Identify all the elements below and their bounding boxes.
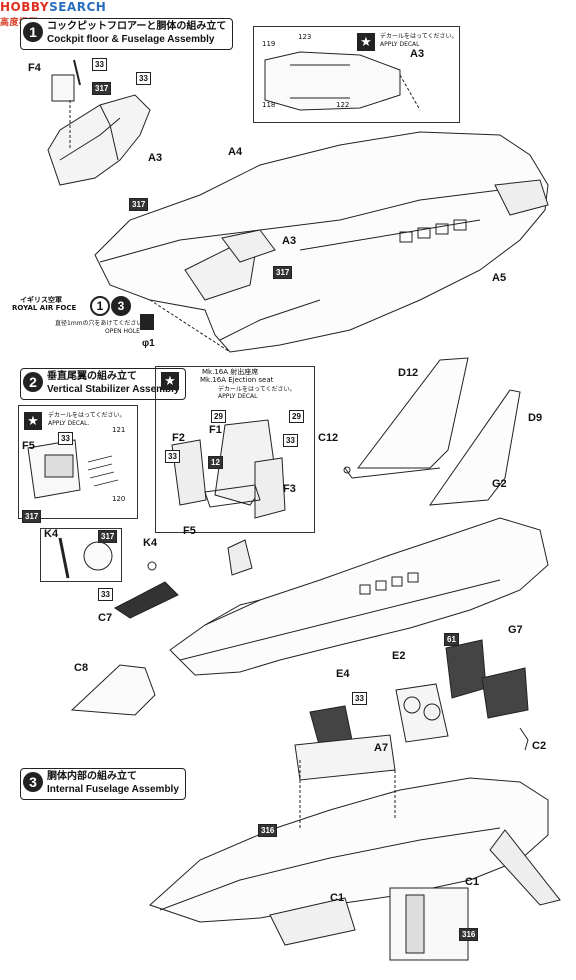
decal-number: 118: [262, 101, 276, 109]
decal-note-en-3: APPLY DECAL.: [48, 420, 90, 427]
raf-en: ROYAL AIR FOCE: [12, 304, 77, 312]
part-label-e2: E2: [392, 650, 406, 662]
section-1-jp: コックピットフロアーと胴体の組み立て: [47, 21, 227, 32]
decal-note-jp-2: デカールをはってください。: [218, 386, 296, 393]
part-label-c8: C8: [74, 662, 89, 674]
paint-code: 33: [352, 692, 367, 705]
part-label-f4: F4: [28, 62, 41, 74]
part-label-c2: C2: [532, 740, 547, 752]
section-1-en: Cockpit floor & Fuselage Assembly: [47, 34, 215, 45]
seat-jp: Mk.16A 射出座席: [202, 368, 259, 376]
part-label-f2: F2: [172, 432, 185, 444]
part-label-d12: D12: [398, 367, 419, 379]
section-3-jp: 胴体内部の組み立て: [47, 771, 137, 782]
raf-roundel-1: 1: [90, 296, 110, 316]
paint-code: 61: [444, 633, 459, 646]
part-label-f5: F5: [183, 525, 196, 537]
decal-star-icon: ★: [24, 412, 42, 430]
paint-code: 316: [258, 824, 278, 837]
paint-code: 12: [208, 456, 223, 469]
hole-jp: 直径1mmの穴をあけてください。: [55, 320, 149, 327]
paint-code: 317: [98, 530, 118, 543]
banner-hobby: HOBBY: [0, 0, 50, 14]
raf-roundel-3: 3: [111, 296, 131, 316]
decal-note-en-1: APPLY DECAL: [380, 41, 420, 48]
paint-code: 317: [129, 198, 149, 211]
section-2-title: 2 垂直尾翼の組み立て Vertical Stabilizer Assembly: [20, 368, 187, 400]
part-label-f5: F5: [22, 440, 35, 452]
decal-note-jp-3: デカールをはってください。: [48, 412, 126, 419]
inset-ejection-seat: [155, 366, 315, 533]
part-label-g2: G2: [492, 478, 507, 490]
decal-star-icon: ★: [357, 33, 375, 51]
drill-icon: [140, 314, 154, 330]
part-label-a3: A3: [282, 235, 297, 247]
part-label-e4: E4: [336, 668, 350, 680]
hole-diameter: φ1: [142, 338, 155, 349]
decal-star-icon: ★: [161, 372, 179, 390]
part-label-a3: A3: [410, 48, 425, 60]
paint-code: 33: [98, 588, 113, 601]
part-label-a3: A3: [148, 152, 163, 164]
decal-number: 120: [112, 495, 126, 503]
part-label-c12: C12: [318, 432, 339, 444]
part-label-f1: F1: [209, 424, 222, 436]
part-label-d9: D9: [528, 412, 543, 424]
paint-code: 33: [136, 72, 151, 85]
part-label-c1: C1: [330, 892, 345, 904]
paint-code: 317: [273, 266, 293, 279]
part-label-f3: F3: [283, 483, 296, 495]
section-3-en: Internal Fuselage Assembly: [47, 784, 179, 795]
paint-code: 33: [58, 432, 73, 445]
inset-k4: [40, 528, 122, 582]
part-label-a7: A7: [374, 742, 389, 754]
inset-a3-decals: [253, 26, 460, 123]
paint-code: 316: [459, 928, 479, 941]
decal-number: 121: [112, 426, 126, 434]
section-2-number: 2: [23, 372, 43, 392]
decal-number: 119: [262, 40, 276, 48]
seat-en: Mk.16A Ejection seat: [200, 376, 274, 384]
section-2-jp: 垂直尾翼の組み立て: [47, 371, 137, 382]
section-1-number: 1: [23, 22, 43, 42]
paint-code: 29: [211, 410, 226, 423]
paint-code: 317: [92, 82, 112, 95]
part-label-a5: A5: [492, 272, 507, 284]
paint-code: 29: [289, 410, 304, 423]
part-label-g7: G7: [508, 624, 523, 636]
decal-number: 123: [298, 33, 312, 41]
paint-code: 33: [165, 450, 180, 463]
section-2-en: Vertical Stabilizer Assembly: [47, 384, 180, 395]
decal-note-en-2: APPLY DECAL: [218, 393, 258, 400]
paint-code: 33: [92, 58, 107, 71]
banner-cn: 高度模型: [0, 18, 39, 28]
decal-note-jp-1: デカールをはってください。: [380, 33, 458, 40]
watermark-banner: HOBBYSEARCH 高度模型: [0, 0, 106, 28]
raf-jp: イギリス空軍: [20, 296, 62, 304]
section-3-title: 3 胴体内部の組み立て Internal Fuselage Assembly: [20, 768, 186, 800]
banner-search: SEARCH: [49, 0, 107, 14]
paint-code: 317: [22, 510, 42, 523]
part-label-c7: C7: [98, 612, 113, 624]
part-label-k4: K4: [143, 537, 158, 549]
section-1-title: 1 コックピットフロアーと胴体の組み立て Cockpit floor & Fus…: [20, 18, 234, 50]
section-3-number: 3: [23, 772, 43, 792]
inset-f5-decals: [18, 405, 138, 519]
part-label-c1: C1: [465, 876, 480, 888]
paint-code: 33: [283, 434, 298, 447]
part-label-a4: A4: [228, 146, 243, 158]
part-label-k4: K4: [44, 528, 59, 540]
hole-en: OPEN HOLE: [105, 328, 140, 335]
decal-number: 122: [336, 101, 350, 109]
